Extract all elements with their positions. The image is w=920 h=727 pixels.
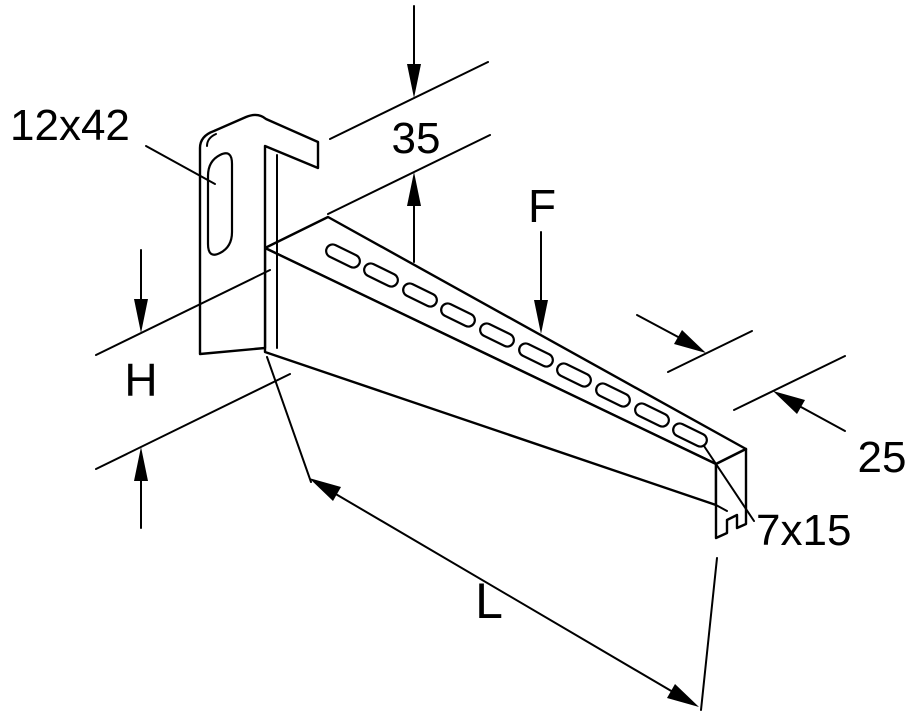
arm-slot-4 [440, 302, 476, 328]
dim-l-label: L [475, 573, 503, 629]
arm-slot-label: 7x15 [756, 506, 851, 555]
force-label: F [528, 180, 556, 232]
arm-slot-5 [479, 322, 515, 348]
dim-h-label: H [124, 354, 157, 406]
mounting-plate [198, 113, 320, 356]
dim-35-label: 35 [392, 114, 441, 163]
arrowhead-25-b [773, 391, 805, 414]
dim-35: 35 [327, 5, 491, 263]
dim-height: H [95, 249, 291, 529]
dim-35-ext-lower [327, 134, 491, 215]
arm-slot-9 [634, 402, 670, 428]
arrowhead-l-start [309, 478, 341, 501]
plate-slot-label: 12x42 [10, 101, 130, 150]
dim-25-label: 25 [858, 433, 907, 482]
force-arrow: F [528, 180, 556, 334]
dim-35-ext-upper [329, 61, 489, 140]
arm-end-lip-edge [715, 504, 728, 512]
arrowhead-h-down [134, 299, 148, 333]
dim-l-ext-a [266, 356, 312, 483]
arrowhead-35-up [407, 172, 421, 206]
arm-slot-7 [556, 362, 592, 388]
plate-bend-line [206, 133, 217, 147]
arm-slot-3 [402, 282, 438, 308]
arm-slot-1 [325, 243, 361, 269]
dim-l-line [333, 492, 674, 693]
arm-slot-leader-line [703, 445, 755, 522]
arm-slot-8 [595, 382, 631, 408]
arrowhead-35-down [407, 64, 421, 98]
arm-end-face [714, 447, 748, 540]
dim-25-ext-b [733, 355, 846, 411]
plate-slot-leader-line [145, 145, 216, 185]
dim-25-line-a [636, 314, 681, 339]
dim-h-ext-lower [95, 373, 291, 470]
arrowhead-h-up [134, 447, 148, 481]
arm-side-face [263, 246, 718, 507]
dim-h-ext-upper [95, 269, 271, 356]
dim-25: 25 [636, 314, 907, 482]
dim-25-ext-a [667, 330, 753, 373]
dim-plate-slot: 12x42 [10, 101, 216, 185]
arm-slot-2 [363, 262, 399, 288]
dim-arm-slot: 7x15 [703, 445, 851, 555]
dim-l-ext-b [700, 557, 718, 711]
arm-slot-10 [672, 422, 708, 448]
arrowhead-l-end [667, 684, 699, 707]
arm-slot-6 [518, 342, 554, 368]
dim-25-line-b [800, 406, 846, 432]
arrowhead-force [534, 300, 548, 334]
arrowhead-25-a [674, 330, 706, 353]
dim-length: L [266, 356, 718, 711]
plate-slot [206, 152, 234, 256]
arm-slots [325, 243, 708, 448]
